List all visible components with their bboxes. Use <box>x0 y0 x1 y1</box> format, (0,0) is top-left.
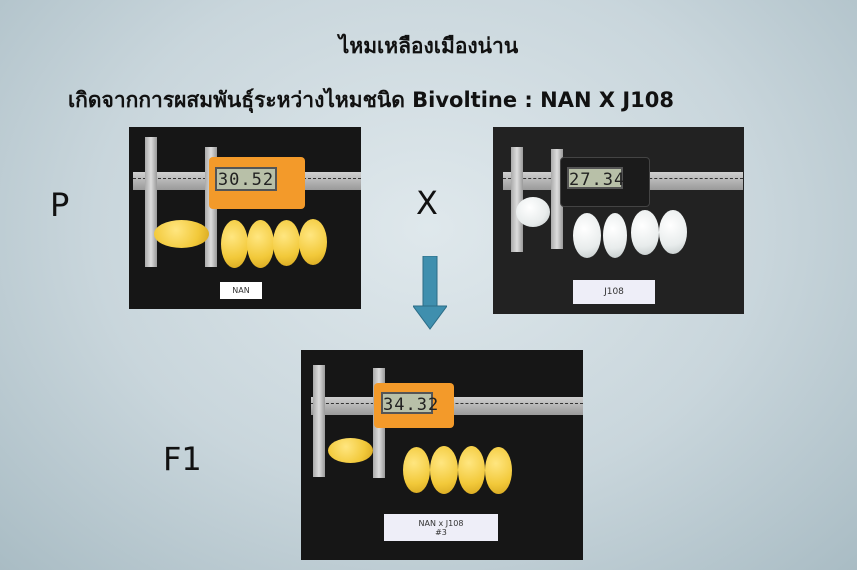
down-arrow-icon <box>413 256 447 330</box>
specimen-label-line2: #3 <box>435 527 447 537</box>
photo-f1-cocoons: 34.32 NAN x J108 #3 <box>301 350 583 560</box>
f1-label: F1 <box>163 440 202 478</box>
specimen-label: NAN x J108 #3 <box>384 514 498 541</box>
parent-label: P <box>50 186 70 224</box>
photo-nan-cocoons: 30.52 NAN <box>129 127 361 309</box>
photo-j108-cocoons: 27.34 J108 <box>493 127 744 314</box>
caliper-reading: 30.52 <box>215 167 277 191</box>
cross-symbol: X <box>416 184 438 222</box>
caliper-reading: 27.34 <box>567 167 624 190</box>
specimen-label: NAN <box>220 282 262 299</box>
slide-subtitle: เกิดจากการผสมพันธุ์ระหว่างไหมชนิด Bivolt… <box>68 88 674 112</box>
slide-title: ไหมเหลืองเมืองน่าน <box>338 34 519 58</box>
specimen-label-line1: NAN x J108 <box>418 518 464 528</box>
specimen-label: J108 <box>573 280 655 304</box>
caliper-reading: 34.32 <box>381 392 438 415</box>
